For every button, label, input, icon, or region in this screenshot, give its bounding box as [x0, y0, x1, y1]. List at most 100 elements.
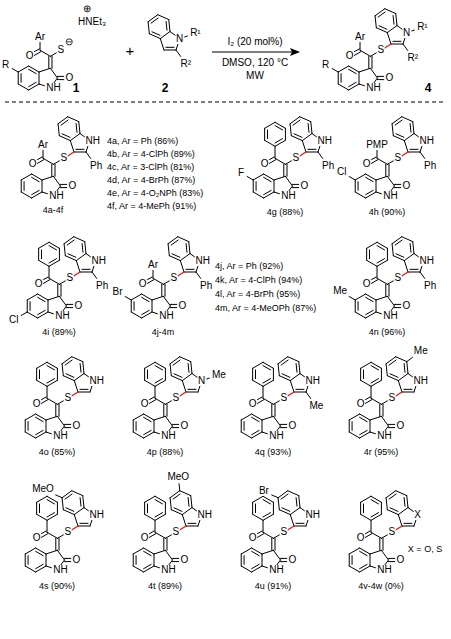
atom-label: O — [288, 555, 298, 565]
bond — [273, 368, 274, 380]
atom-label: O — [402, 181, 412, 191]
bond — [49, 260, 59, 266]
bond — [371, 500, 379, 504]
bond — [48, 296, 59, 300]
bond — [366, 177, 374, 181]
atom-label: Ar — [147, 260, 159, 270]
bond — [168, 244, 169, 256]
bond — [376, 300, 377, 312]
bond — [349, 420, 350, 432]
bond — [76, 261, 80, 272]
bond — [36, 432, 46, 438]
bond — [263, 514, 273, 520]
bond — [413, 242, 414, 254]
atom-label: O — [25, 51, 35, 61]
atom-label: O — [32, 399, 42, 409]
bond — [349, 432, 359, 438]
bond — [78, 392, 90, 393]
divider — [5, 102, 446, 103]
bond — [174, 508, 182, 512]
atom-label: S — [63, 393, 72, 403]
bond — [134, 302, 135, 311]
condition: MW — [245, 71, 265, 81]
atom-label: NH — [54, 311, 70, 321]
bond — [74, 515, 78, 526]
bond — [385, 164, 386, 176]
bond — [133, 566, 143, 572]
bond — [366, 294, 376, 300]
bond — [360, 417, 368, 421]
bond — [144, 414, 154, 420]
atom-label: N — [175, 34, 184, 44]
atom-label: NH — [376, 565, 392, 575]
bond — [352, 556, 353, 565]
bond — [133, 548, 143, 554]
bond — [64, 237, 74, 244]
bond — [25, 548, 35, 554]
atom-label: O — [362, 159, 372, 169]
bond — [80, 389, 88, 390]
bond — [371, 362, 381, 368]
bond — [42, 176, 53, 180]
bond — [136, 422, 137, 431]
compound-number: 4 — [424, 82, 433, 94]
yield-list-item: 4d, Ar = 4-BrPh (87%) — [106, 176, 196, 185]
bond — [147, 370, 148, 379]
yield-list-item: 4e, Ar = 4-O₂NPh (83%) — [106, 189, 204, 198]
bond — [278, 364, 279, 376]
bond — [29, 84, 39, 90]
bond — [252, 414, 262, 420]
bond — [66, 508, 74, 512]
bond — [24, 182, 25, 191]
bond — [252, 417, 260, 421]
bond — [247, 177, 253, 181]
bond — [59, 248, 60, 260]
compound-label: 4o (85%) — [38, 448, 77, 457]
bond — [370, 68, 377, 78]
bond — [25, 420, 26, 432]
atom-label: S — [387, 527, 396, 537]
bond — [410, 244, 412, 253]
atom-label: O — [180, 421, 190, 431]
atom-label: O — [356, 533, 366, 543]
bond — [366, 310, 374, 314]
bond — [371, 398, 381, 404]
bond — [296, 389, 304, 390]
bond — [367, 242, 377, 248]
bond — [39, 260, 49, 266]
bond — [165, 550, 172, 560]
bond — [299, 496, 300, 508]
bond — [377, 158, 387, 164]
bond — [131, 312, 141, 318]
bond — [273, 550, 280, 560]
bond — [264, 190, 272, 194]
atom-label: O — [356, 399, 366, 409]
bond — [32, 177, 40, 181]
bond — [241, 548, 251, 554]
bond — [385, 9, 396, 14]
bond — [288, 357, 299, 362]
bond — [46, 550, 57, 554]
bond — [360, 502, 361, 514]
bond — [358, 182, 359, 191]
bond — [36, 430, 44, 434]
bond — [355, 174, 365, 180]
bond — [176, 50, 181, 56]
substituent-label: Br — [258, 486, 270, 496]
bond — [80, 523, 88, 524]
bond — [37, 362, 47, 368]
bond — [57, 416, 64, 426]
bond — [57, 502, 58, 514]
atom-label: O — [260, 159, 270, 169]
bond — [306, 152, 318, 153]
bond — [148, 15, 158, 22]
atom-label: O — [402, 301, 412, 311]
bond — [62, 134, 70, 138]
bond — [37, 380, 47, 386]
bond — [144, 502, 145, 514]
bond — [366, 174, 376, 180]
bond — [392, 237, 402, 244]
bond — [252, 551, 260, 555]
bond — [92, 272, 97, 278]
bond — [43, 158, 53, 164]
